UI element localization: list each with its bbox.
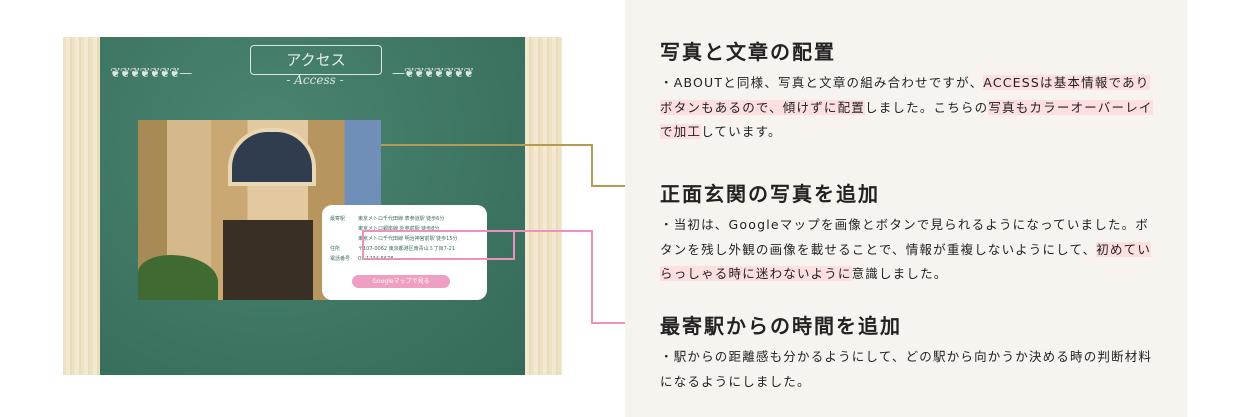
trees	[138, 255, 218, 300]
notes-panel: 写真と文章の配置 ・ABOUTと同様、写真と文章の組み合わせですが、ACCESS…	[625, 0, 1187, 417]
section-layout: 写真と文章の配置 ・ABOUTと同様、写真と文章の組み合わせですが、ACCESS…	[660, 36, 1160, 145]
section-title: 写真と文章の配置	[660, 40, 836, 64]
section-body: ・ABOUTと同様、写真と文章の組み合わせですが、ACCESSは基本情報でありボ…	[660, 71, 1160, 145]
connector-gold-end	[591, 185, 625, 187]
body-text: 意識しました。	[851, 266, 948, 281]
banner-title: アクセス	[250, 45, 382, 75]
connector-gold	[381, 144, 592, 146]
entrance	[223, 220, 313, 300]
row-value: 〒107-0062 東京都港区南青山３丁目7-21	[358, 246, 456, 252]
body-text: しています。	[701, 124, 782, 139]
body-text: ・ABOUTと同様、写真と文章の組み合わせですが、	[660, 75, 984, 90]
row-label: 住所	[330, 246, 341, 252]
access-info-card: 最寄駅 東京メトロ千代田線 表参道駅 徒歩6分 東京メトロ銀座線 外苑前駅 徒歩8…	[322, 205, 487, 300]
station-highlight-box	[362, 230, 515, 260]
arch-window	[228, 128, 316, 186]
connector-pink	[478, 230, 592, 232]
section-body: ・駅からの距離感も分かるようにして、どの駅から向かうか決める時の判断材料になるよ…	[660, 345, 1160, 394]
row-value: 東京メトロ千代田線 明治神宮前駅 徒歩15分	[358, 236, 458, 242]
row-label: 電話番号	[330, 256, 351, 262]
body-text: ・当初は、Googleマップを画像とボタンで見られるようになっていました。ボタン…	[660, 217, 1150, 257]
section-title: 正面玄関の写真を追加	[660, 182, 880, 206]
row-value: 東京メトロ千代田線 表参道駅 徒歩6分	[358, 216, 445, 222]
connector-pink-end	[591, 322, 625, 324]
connector-pink-v	[591, 230, 593, 323]
vine-right-icon: —❦❦❦❦❦❦❦	[392, 66, 474, 81]
access-mockup: ❦❦❦❦❦❦❦— —❦❦❦❦❦❦❦ アクセス - Access - 最寄駅東京メ…	[63, 37, 562, 375]
section-station-time: 最寄駅からの時間を追加 ・駅からの距離感も分かるようにして、どの駅から向かうか決…	[660, 310, 1160, 394]
connector-gold-v	[591, 144, 593, 186]
section-entrance-photo: 正面玄関の写真を追加 ・当初は、Googleマップを画像とボタンで見られるように…	[660, 178, 1160, 287]
google-map-button[interactable]: Googleマップで見る	[352, 275, 450, 288]
body-text: しました。こちらの	[865, 99, 989, 115]
row-value: 東京メトロ銀座線 外苑前駅 徒歩8分	[358, 226, 440, 232]
row-label: 最寄駅	[330, 216, 346, 222]
banner-subtitle: - Access -	[286, 73, 344, 87]
section-body: ・当初は、Googleマップを画像とボタンで見られるようになっていました。ボタン…	[660, 213, 1160, 287]
vine-left-icon: ❦❦❦❦❦❦❦—	[110, 66, 192, 81]
section-title: 最寄駅からの時間を追加	[660, 314, 902, 338]
chalkboard: ❦❦❦❦❦❦❦— —❦❦❦❦❦❦❦ アクセス - Access - 最寄駅東京メ…	[100, 37, 525, 375]
body-text: ・駅からの距離感も分かるようにして、どの駅から向かうか決める時の判断材料になるよ…	[660, 349, 1153, 389]
